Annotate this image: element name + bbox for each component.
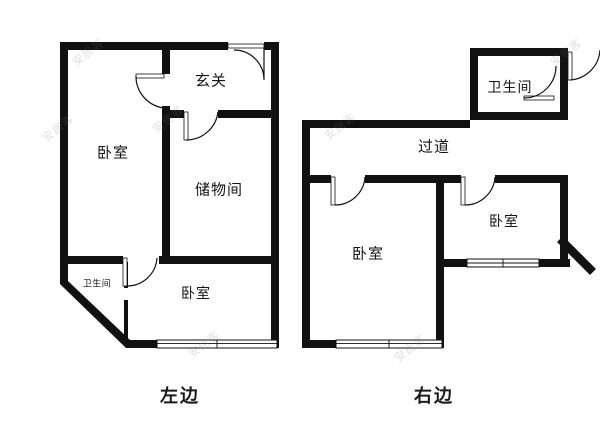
door-panel-entry-right xyxy=(567,51,573,81)
left-bedroom-nw-door-opening xyxy=(162,74,170,106)
door-panel-bedroom-s xyxy=(330,176,336,206)
left-interior-wall-v1 xyxy=(162,42,170,264)
left-bedroom-sw-door-opening xyxy=(123,256,159,264)
room-label-bedroom-s: 卧室 xyxy=(351,244,385,263)
room-label-corridor: 过道 xyxy=(417,137,451,156)
door-panel-bedroom-nw xyxy=(135,73,165,79)
left-plan-windows xyxy=(156,339,278,349)
room-label-storage: 储物间 xyxy=(194,180,244,199)
room-label-bathroom-ne: 卫生间 xyxy=(487,80,533,96)
room-label-bedroom-sw: 卧室 xyxy=(181,286,211,302)
door-swing-bedroom-s xyxy=(334,176,366,206)
door-swing-bedroom-sw xyxy=(126,257,158,287)
right-bedroom-e-right-wall xyxy=(560,175,568,267)
right-corridor-bottom-wall xyxy=(302,175,568,183)
door-swing-bedroom-nw xyxy=(135,75,165,109)
left-bathroom-door-opening xyxy=(124,288,128,300)
right-wall-joint-1 xyxy=(560,112,568,120)
door-panel-bedroom-sw xyxy=(122,257,128,287)
door-swing-entry-right xyxy=(569,49,600,81)
left-plan-walls xyxy=(60,42,279,348)
door-swing-bathroom-ne xyxy=(523,65,557,99)
left-plan-doors xyxy=(122,43,265,287)
left-storage-door-opening xyxy=(184,110,218,118)
left-interior-wall-h2 xyxy=(60,256,279,264)
caption-left-plan: 左边 xyxy=(160,386,200,407)
door-swing-storage xyxy=(185,111,219,141)
door-panel-entrance-top xyxy=(227,43,265,49)
left-bathroom-partition xyxy=(124,262,128,344)
left-interior-wall-h1 xyxy=(162,110,279,118)
right-interior-wall-v1 xyxy=(436,175,444,267)
room-label-bedroom-nw: 卧室 xyxy=(96,143,130,162)
room-label-entrance: 玄关 xyxy=(194,71,228,90)
room-label-bedroom-e: 卧室 xyxy=(489,214,519,230)
right-bathroom-walls xyxy=(470,48,568,120)
right-angled-wall xyxy=(557,236,596,275)
caption-right-plan: 右边 xyxy=(414,386,454,407)
right-plan-walls xyxy=(302,48,596,348)
right-bedroom-s-right-wall xyxy=(436,267,444,348)
right-bedroom-s-door-opening xyxy=(331,175,365,183)
door-panel-storage xyxy=(183,111,189,141)
door-panel-bedroom-e xyxy=(460,176,466,206)
right-plan-doors xyxy=(330,49,600,206)
room-label-bathroom-sw: 卫生间 xyxy=(82,279,112,290)
right-plan-windows xyxy=(335,258,540,349)
right-bedroom-e-door-opening xyxy=(461,175,495,183)
door-swing-bedroom-e xyxy=(464,176,496,206)
